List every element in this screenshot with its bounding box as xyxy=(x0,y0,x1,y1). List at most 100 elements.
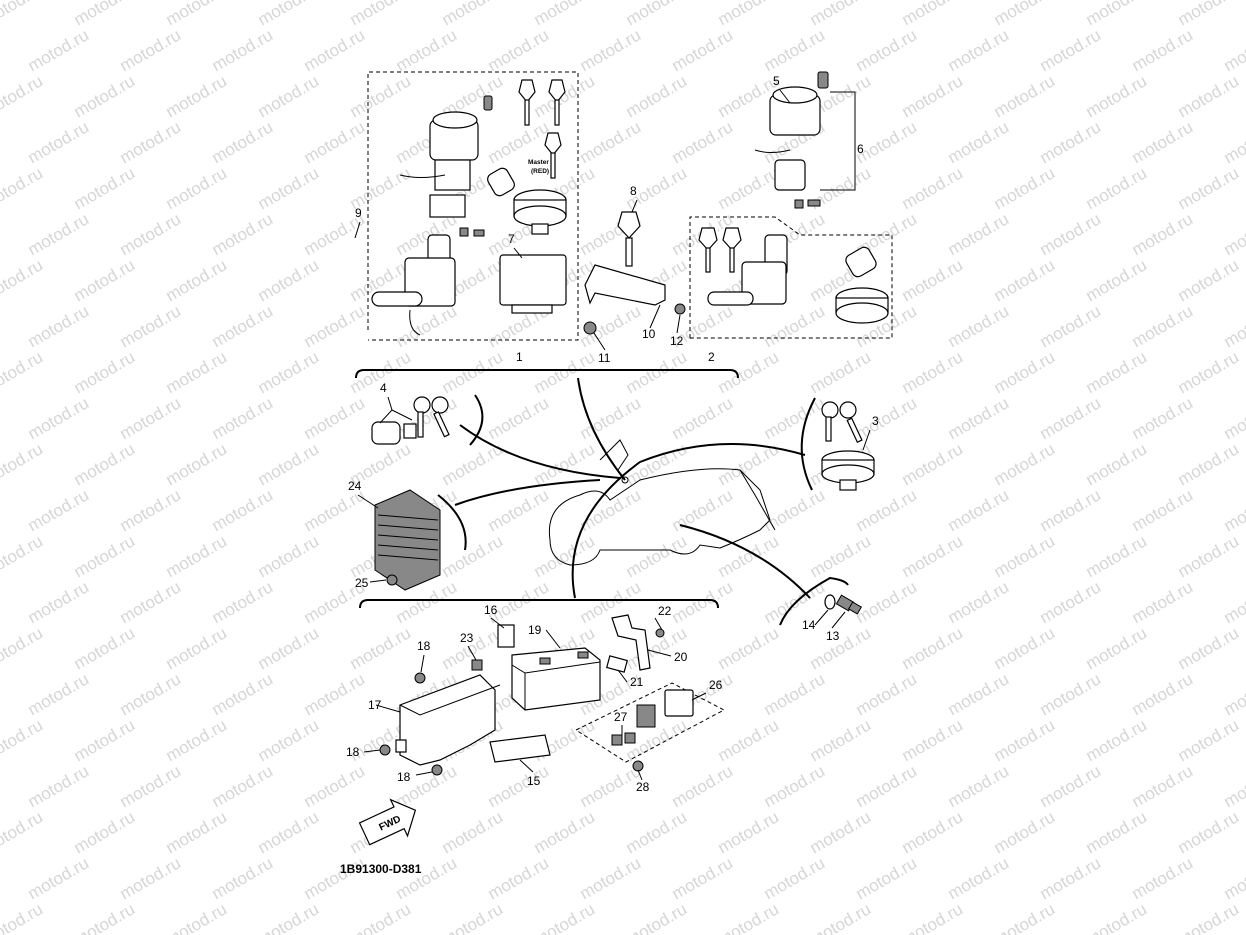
watermark-text: motod.ru xyxy=(71,807,139,857)
watermark-text: motod.ru xyxy=(0,439,46,489)
watermark-text: motod.ru xyxy=(71,899,139,935)
bolt-18 xyxy=(379,744,391,756)
watermark-text: motod.ru xyxy=(899,531,967,581)
watermark-text: motod.ru xyxy=(485,25,553,75)
watermark-text: motod.ru xyxy=(623,531,691,581)
watermark-text: motod.ru xyxy=(1129,853,1197,903)
callout-9: 9 xyxy=(355,206,362,220)
watermark-text: motod.ru xyxy=(1221,117,1246,167)
watermark-text: motod.ru xyxy=(715,715,783,765)
callout-2: 2 xyxy=(708,350,715,364)
watermark-text: motod.ru xyxy=(255,439,323,489)
kit-2-outline xyxy=(689,216,893,339)
watermark-text: motod.ru xyxy=(1037,577,1105,627)
watermark-text: motod.ru xyxy=(991,163,1059,213)
watermark-text: motod.ru xyxy=(255,0,323,29)
watermark-text: motod.ru xyxy=(163,899,231,935)
watermark-text: motod.ru xyxy=(807,347,875,397)
callout-22: 22 xyxy=(658,604,672,618)
watermark-text: motod.ru xyxy=(117,577,185,627)
clip xyxy=(471,659,483,671)
watermark-text: motod.ru xyxy=(807,715,875,765)
screw-22 xyxy=(655,628,665,638)
watermark-text: motod.ru xyxy=(209,761,277,811)
watermark-text: motod.ru xyxy=(301,117,369,167)
leader-line xyxy=(577,377,626,481)
bracket-20 xyxy=(611,614,651,671)
watermark-text: motod.ru xyxy=(439,531,507,581)
watermark-text: motod.ru xyxy=(117,117,185,167)
watermark-text: motod.ru xyxy=(853,393,921,443)
watermark-text: motod.ru xyxy=(209,853,277,903)
watermark-text: motod.ru xyxy=(1175,163,1243,213)
watermark-text: motod.ru xyxy=(899,347,967,397)
watermark-text: motod.ru xyxy=(1037,117,1105,167)
callout-18a: 18 xyxy=(417,639,431,653)
watermark-text: motod.ru xyxy=(25,209,93,259)
group-bracket-24 xyxy=(437,494,467,551)
watermark-text: motod.ru xyxy=(531,71,599,121)
leader-line xyxy=(454,479,601,506)
leader-line xyxy=(679,524,811,599)
watermark-text: motod.ru xyxy=(531,807,599,857)
bolt-28 xyxy=(632,760,644,772)
callout-10: 10 xyxy=(642,327,656,341)
callout-5: 5 xyxy=(773,74,780,88)
watermark-text: motod.ru xyxy=(1175,439,1243,489)
watermark-text: motod.ru xyxy=(899,715,967,765)
callout-20: 20 xyxy=(674,650,688,664)
watermark-text: motod.ru xyxy=(1083,0,1151,29)
callout-3: 3 xyxy=(872,414,879,428)
bolt-18 xyxy=(414,672,426,684)
watermark-text: motod.ru xyxy=(209,301,277,351)
callout-24: 24 xyxy=(348,479,362,493)
watermark-text: motod.ru xyxy=(439,899,507,935)
callout-leaders xyxy=(354,89,871,781)
watermark-text: motod.ru xyxy=(25,25,93,75)
watermark-text: motod.ru xyxy=(163,255,231,305)
watermark-text: motod.ru xyxy=(255,623,323,673)
watermark-text: motod.ru xyxy=(117,853,185,903)
watermark-text: motod.ru xyxy=(945,577,1013,627)
watermark-text: motod.ru xyxy=(71,623,139,673)
watermark-text: motod.ru xyxy=(1221,485,1246,535)
watermark-text: motod.ru xyxy=(0,899,46,935)
key-set-kit-1 xyxy=(518,79,566,179)
watermark-text: motod.ru xyxy=(853,761,921,811)
watermark-text: motod.ru xyxy=(1129,393,1197,443)
watermark-text: motod.ru xyxy=(1083,531,1151,581)
watermark-text: motod.ru xyxy=(899,439,967,489)
callout-14: 14 xyxy=(802,618,816,632)
watermark-text: motod.ru xyxy=(1221,853,1246,903)
watermark-text: motod.ru xyxy=(715,0,783,29)
watermark-text: motod.ru xyxy=(715,807,783,857)
watermark-text: motod.ru xyxy=(1083,899,1151,935)
watermark-text: motod.ru xyxy=(163,71,231,121)
watermark-text: motod.ru xyxy=(577,117,645,167)
watermark-text: motod.ru xyxy=(715,347,783,397)
watermark-text: motod.ru xyxy=(1129,209,1197,259)
watermark-text: motod.ru xyxy=(761,853,829,903)
watermark-text: motod.ru xyxy=(485,853,553,903)
watermark-text: motod.ru xyxy=(1129,301,1197,351)
watermark-text: motod.ru xyxy=(577,485,645,535)
main-switch-assembly xyxy=(371,111,479,336)
callout-1: 1 xyxy=(516,350,523,364)
master-key-note-line2: (RED) xyxy=(531,168,549,175)
watermark-text: motod.ru xyxy=(485,393,553,443)
watermark-text: motod.ru xyxy=(1083,255,1151,305)
battery-cover xyxy=(497,624,515,648)
watermark-text: motod.ru xyxy=(0,347,46,397)
watermark-text: motod.ru xyxy=(25,761,93,811)
watermark-text: motod.ru xyxy=(439,347,507,397)
watermark-text: motod.ru xyxy=(899,807,967,857)
callout-4: 4 xyxy=(380,381,387,395)
watermark-text: motod.ru xyxy=(807,899,875,935)
watermark-text: motod.ru xyxy=(117,761,185,811)
callout-28: 28 xyxy=(636,780,650,794)
watermark-text: motod.ru xyxy=(71,163,139,213)
rectifier-regulator xyxy=(374,489,441,591)
key-set-kit-2 xyxy=(698,227,742,273)
watermark-text: motod.ru xyxy=(163,715,231,765)
watermark-text: motod.ru xyxy=(209,117,277,167)
